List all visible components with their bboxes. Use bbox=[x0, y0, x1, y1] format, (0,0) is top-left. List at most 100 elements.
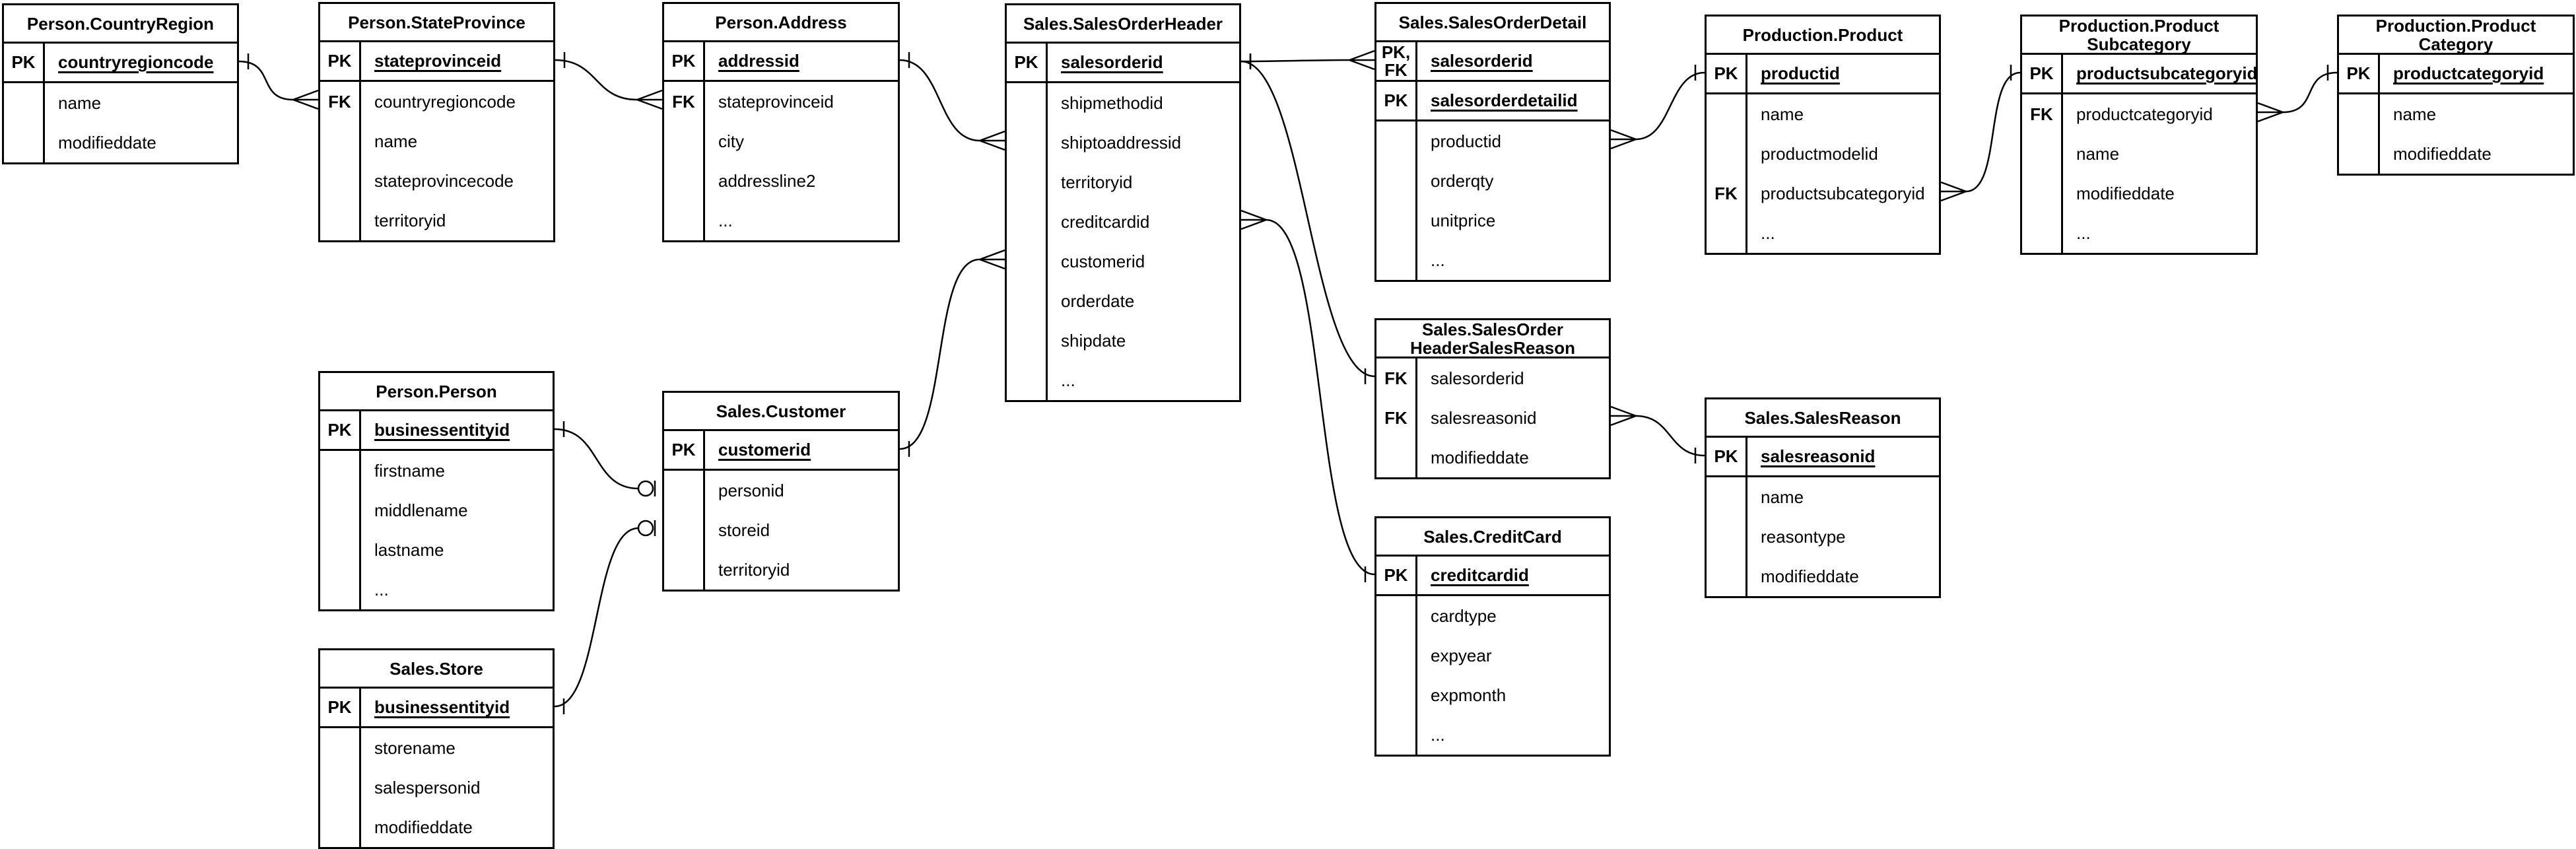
attribute-row: territoryid bbox=[664, 550, 898, 590]
attribute-row: FK stateprovinceid bbox=[664, 82, 898, 121]
attribute-row: expmonth bbox=[1376, 675, 1609, 715]
attribute-name-pk: addressid bbox=[718, 51, 799, 71]
attribute-row: name bbox=[1707, 94, 1939, 134]
cardinality-many-crowsfoot-customer-salesorderheader bbox=[979, 249, 1005, 270]
attribute-row: storename bbox=[320, 728, 553, 768]
relationship-connector-product-productsubcategory bbox=[1965, 71, 2021, 193]
attribute-name: stateprovinceid bbox=[718, 91, 834, 112]
key-label bbox=[1707, 213, 1747, 253]
key-label bbox=[1007, 123, 1048, 162]
attribute-name: lastname bbox=[374, 539, 444, 560]
attribute-name: orderqty bbox=[1431, 170, 1494, 191]
attribute-row: shipdate bbox=[1007, 321, 1239, 360]
attribute-row: modifieddate bbox=[320, 807, 553, 847]
key-label bbox=[2022, 134, 2063, 174]
key-label: PK bbox=[1376, 557, 1417, 594]
key-label bbox=[664, 471, 705, 510]
attribute-name: ... bbox=[2076, 222, 2091, 243]
key-label: PK bbox=[1707, 55, 1747, 92]
key-label bbox=[1707, 134, 1747, 174]
key-label bbox=[4, 123, 45, 162]
key-label bbox=[1007, 281, 1048, 321]
entity-title: Sales.Store bbox=[320, 650, 553, 689]
attribute-row: middlename bbox=[320, 491, 553, 530]
attribute-name-pk: creditcardid bbox=[1431, 565, 1529, 585]
attribute-row: PK creditcardid bbox=[1376, 557, 1609, 596]
attribute-row: territoryid bbox=[1007, 162, 1239, 202]
attribute-name: firstname bbox=[374, 460, 445, 481]
key-label: PK bbox=[664, 42, 705, 80]
attribute-name-pk: productcategoryid bbox=[2393, 63, 2544, 83]
attribute-name: modifieddate bbox=[1761, 566, 1859, 586]
attribute-row: shiptoaddressid bbox=[1007, 123, 1239, 162]
key-label bbox=[1007, 360, 1048, 400]
attribute-name: modifieddate bbox=[58, 132, 156, 153]
attribute-row: cardtype bbox=[1376, 596, 1609, 636]
attribute-name: territoryid bbox=[718, 559, 790, 580]
cardinality-many-crowsfoot-creditcard-salesorderheader bbox=[1240, 209, 1267, 230]
attribute-name: ... bbox=[1761, 222, 1775, 243]
attribute-name: countryregioncode bbox=[374, 91, 516, 112]
attribute-name: territoryid bbox=[1061, 172, 1133, 192]
attribute-name-pk: customerid bbox=[718, 440, 811, 459]
attribute-name: productcategoryid bbox=[2076, 104, 2213, 124]
entity-title: Sales.SalesOrderHeader bbox=[1007, 5, 1239, 44]
attribute-row: name bbox=[2339, 94, 2573, 134]
attribute-row: orderqty bbox=[1376, 161, 1609, 201]
cardinality-zero-circle-store-customer bbox=[637, 520, 654, 537]
cardinality-many-crowsfoot-salesorderdetail-product bbox=[1610, 129, 1637, 150]
key-label bbox=[1376, 161, 1417, 201]
relationship-connector-salesorderheader-salesorderdetail bbox=[1240, 59, 1350, 63]
key-label: PK bbox=[1376, 82, 1417, 119]
entity-title: Sales.SalesReason bbox=[1707, 399, 1939, 438]
relationship-connector-address-salesorderheader bbox=[899, 59, 980, 142]
key-label bbox=[320, 201, 361, 240]
attribute-name: orderdate bbox=[1061, 290, 1135, 311]
key-label bbox=[1376, 438, 1417, 477]
attribute-name: reasontype bbox=[1761, 526, 1846, 547]
attribute-name: cardtype bbox=[1431, 605, 1497, 626]
key-label: FK bbox=[320, 82, 361, 121]
cardinality-many-crowsfoot-stateprovince-address bbox=[636, 89, 663, 110]
relationship-connector-salesorderdetail-product bbox=[1635, 71, 1705, 141]
cardinality-zero-circle-person-customer bbox=[637, 480, 654, 497]
attribute-row: ... bbox=[1376, 240, 1609, 280]
key-label bbox=[1707, 517, 1747, 557]
attribute-name: territoryid bbox=[374, 210, 446, 230]
attribute-name: storeid bbox=[718, 520, 770, 540]
attribute-name: ... bbox=[718, 210, 733, 230]
key-label: FK bbox=[2022, 94, 2063, 134]
key-label bbox=[1707, 94, 1747, 134]
key-label bbox=[1007, 242, 1048, 281]
attribute-row: creditcardid bbox=[1007, 202, 1239, 242]
key-label: PK bbox=[320, 689, 361, 726]
attribute-row: modifieddate bbox=[2339, 134, 2573, 174]
attribute-row: stateprovincecode bbox=[320, 161, 553, 201]
attribute-row: PK salesorderdetailid bbox=[1376, 82, 1609, 121]
attribute-row: customerid bbox=[1007, 242, 1239, 281]
entity-title: Production.Product bbox=[1707, 17, 1939, 55]
attribute-name: productsubcategoryid bbox=[1761, 183, 1925, 203]
attribute-row: orderdate bbox=[1007, 281, 1239, 321]
key-label bbox=[2022, 174, 2063, 213]
attribute-name-pk: salesorderdetailid bbox=[1431, 90, 1578, 110]
attribute-row: ... bbox=[664, 201, 898, 240]
key-label bbox=[320, 570, 361, 609]
key-label: PK bbox=[2022, 55, 2063, 92]
key-label: FK bbox=[1376, 358, 1417, 398]
key-label bbox=[1376, 201, 1417, 240]
key-label: FK bbox=[664, 82, 705, 121]
attribute-name: storename bbox=[374, 737, 456, 758]
key-label: PK bbox=[320, 411, 361, 449]
cardinality-many-crowsfoot-address-salesorderheader bbox=[979, 130, 1005, 151]
key-label bbox=[664, 161, 705, 201]
relationship-connector-stateprovince-address bbox=[555, 59, 638, 101]
attribute-row: addressline2 bbox=[664, 161, 898, 201]
attribute-name: stateprovincecode bbox=[374, 170, 514, 191]
